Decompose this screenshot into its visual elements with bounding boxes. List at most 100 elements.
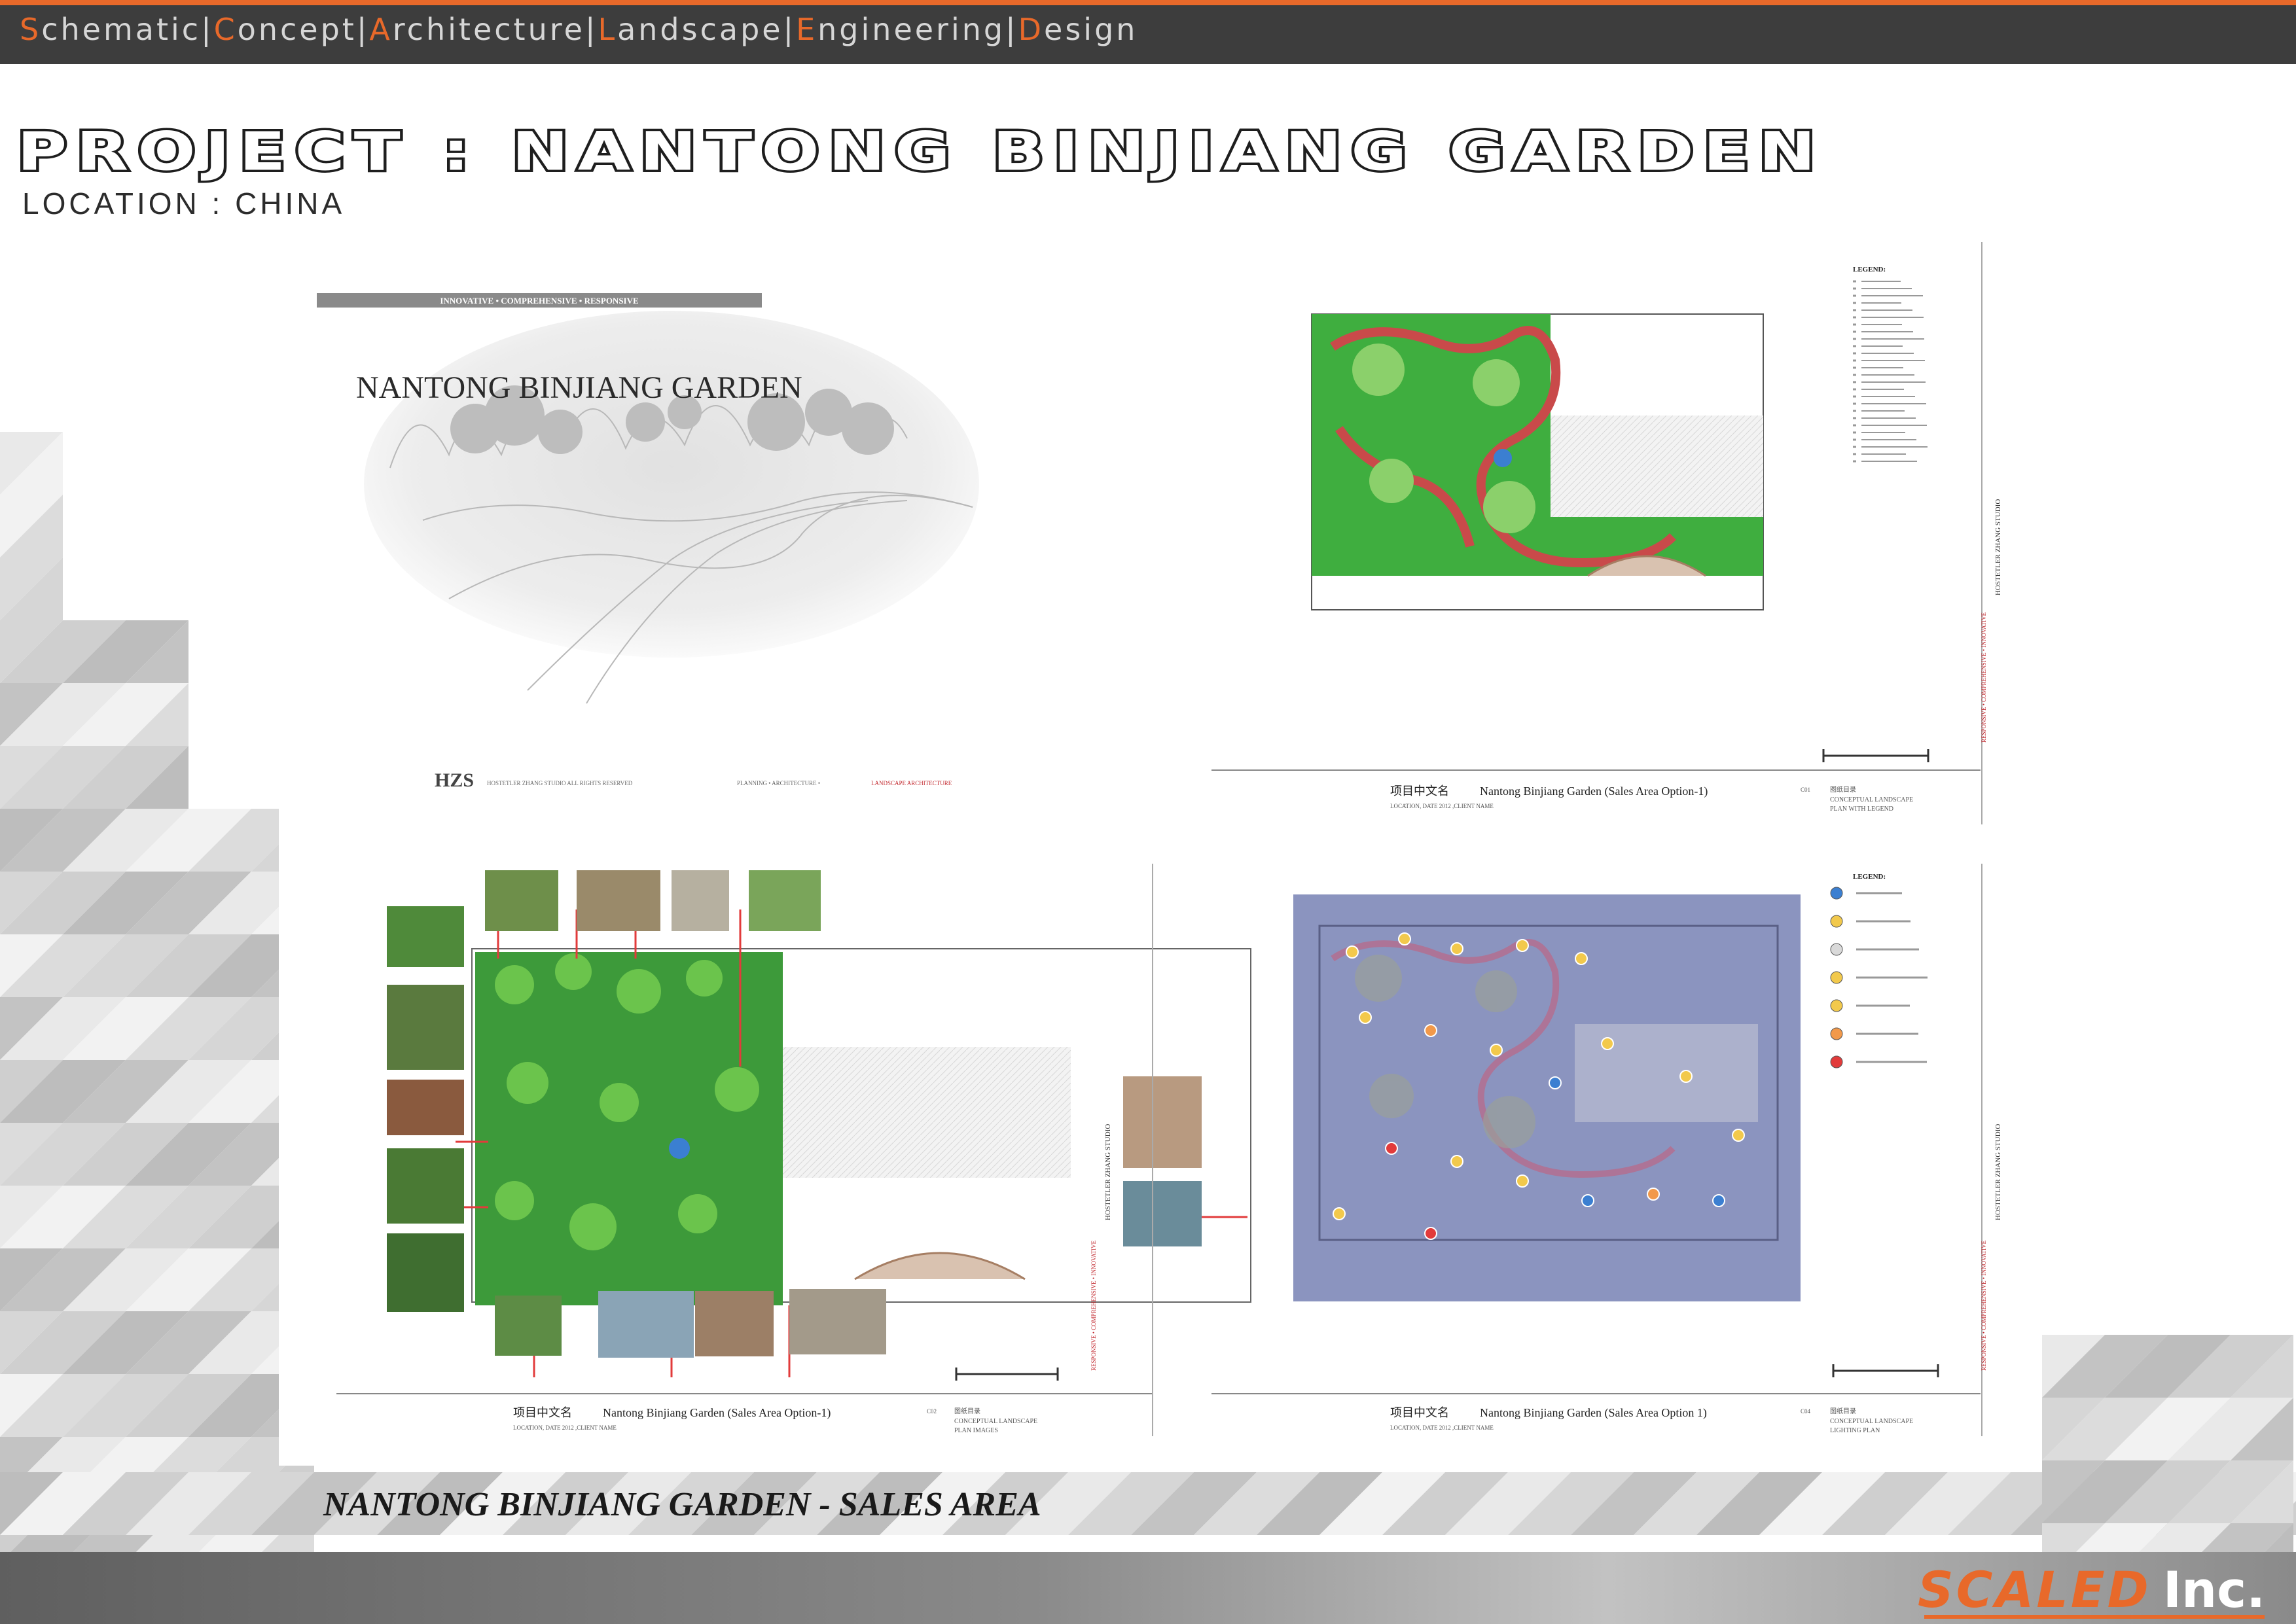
drawing-board: INNOVATIVE • COMPREHENSIVE • RESPONSIVE … (279, 232, 2026, 1466)
light-fixtures (1333, 932, 1745, 1240)
background-triangle (63, 620, 126, 683)
logo-underline (1924, 1615, 2265, 1619)
background-triangle (817, 1472, 880, 1535)
entry-plaza (1587, 555, 1706, 577)
background-triangle (0, 432, 63, 495)
cover-banner-text: INNOVATIVE • COMPREHENSIVE • RESPONSIVE (440, 296, 638, 306)
background-triangle (63, 746, 126, 809)
lighting-sheet-cn: 图纸目录 (1830, 1407, 1856, 1415)
background-triangle (63, 809, 126, 872)
discipline-tagline: Schematic|Concept|Architecture|Landscape… (20, 12, 1138, 47)
reference-photos (387, 870, 1202, 1358)
light-fixture (1516, 1174, 1529, 1188)
background-triangle (440, 1472, 503, 1535)
site-outline (1318, 925, 1779, 1241)
light-fixture (1601, 1037, 1614, 1050)
background-triangle (2168, 1335, 2231, 1398)
light-fixture (1346, 945, 1359, 959)
reference-photo (598, 1291, 694, 1358)
background-triangle (2231, 1398, 2293, 1460)
background-triangle (188, 1060, 251, 1123)
tagline-initial: L (598, 12, 618, 47)
background-triangle (0, 997, 63, 1060)
lighting-legend-icon (1830, 971, 1843, 984)
background-triangle (188, 997, 251, 1060)
light-fixture (1490, 1044, 1503, 1057)
background-triangle (0, 809, 63, 872)
plan-images-sheet (336, 864, 1251, 1436)
plan-with-legend-sheet: LEGEND: (1211, 242, 1982, 824)
lighting-legend-icon (1830, 1027, 1843, 1040)
background-triangle (2042, 1335, 2105, 1398)
tagline-initial: E (796, 12, 818, 47)
light-fixture (1333, 1207, 1346, 1220)
lighting-title-en: Nantong Binjiang Garden (Sales Area Opti… (1480, 1406, 1707, 1420)
reference-photo (387, 1148, 464, 1224)
tagline-initial: D (1018, 12, 1045, 47)
light-fixture (1647, 1188, 1660, 1201)
light-fixture (1679, 1070, 1693, 1083)
background-triangle (188, 934, 251, 997)
side-values-label-right-bottom: RESPONSIVE • COMPREHENSIVE • INNOVATIVE (1981, 1240, 1987, 1371)
garden-green-strip (1312, 517, 1763, 576)
background-triangle (314, 1472, 377, 1535)
sketch-canopy (450, 385, 894, 455)
tagline-word: oncept (237, 12, 357, 47)
background-triangle (1759, 1472, 1822, 1535)
plan-images-sheet-cn: 图纸目录 (954, 1407, 980, 1415)
background-triangle (2168, 1460, 2231, 1523)
lighting-plan-sheet: LEGEND: (1211, 864, 1982, 1436)
water-feature (669, 1138, 690, 1159)
reference-photo (695, 1291, 774, 1356)
tagline-separator: | (201, 12, 214, 47)
reference-photo (495, 1296, 562, 1356)
light-fixture (1516, 939, 1529, 952)
side-studio-label-left: HOSTETLER ZHANG STUDIO (1104, 1124, 1112, 1220)
background-triangle (2168, 1398, 2231, 1460)
light-fixture (1712, 1194, 1725, 1207)
background-triangle (126, 1374, 188, 1437)
background-triangle (126, 746, 188, 809)
background-triangle (1068, 1472, 1131, 1535)
light-fixture (1424, 1227, 1437, 1240)
lighting-location: LOCATION, DATE 2012 ,CLIENT NAME (1390, 1424, 1494, 1431)
reference-photo (485, 870, 558, 931)
tagline-separator: | (1005, 12, 1018, 47)
background-triangle (251, 1472, 314, 1535)
tagline-initial: S (20, 12, 42, 47)
garden-sketch-illustration (364, 311, 979, 658)
background-triangle (126, 934, 188, 997)
background-triangle (188, 1123, 251, 1186)
background-triangle (1696, 1472, 1759, 1535)
background-triangle (188, 1186, 251, 1248)
background-triangle (2105, 1398, 2168, 1460)
plan-legend-sheet-no: C01 (1801, 786, 1810, 793)
reference-photo (387, 1233, 464, 1312)
planting-areas (1355, 955, 1535, 1148)
background-triangle (126, 1060, 188, 1123)
background-triangle (0, 620, 63, 683)
tagline-initial: A (369, 12, 393, 47)
plan-images-title-en: Nantong Binjiang Garden (Sales Area Opti… (603, 1406, 831, 1420)
cover-footer-highlight: LANDSCAPE ARCHITECTURE (871, 780, 952, 786)
top-bar (0, 0, 2296, 64)
background-triangle (0, 1311, 63, 1374)
lawn-patches (1352, 344, 1535, 533)
building-footprint (1551, 415, 1763, 517)
background-triangle (1194, 1472, 1257, 1535)
red-path-network (1330, 326, 1676, 568)
plan-images-desc-1: CONCEPTUAL LANDSCAPE (954, 1418, 1037, 1425)
lighting-legend-list (1830, 887, 1928, 1068)
light-fixture (1385, 1142, 1398, 1155)
background-triangle (188, 1374, 251, 1437)
building-footprint (1575, 1024, 1758, 1122)
tagline-separator: | (356, 12, 370, 47)
background-triangle (126, 1123, 188, 1186)
plan-images-desc-2: PLAN IMAGES (954, 1427, 998, 1434)
background-triangle (126, 620, 188, 683)
background-triangle (188, 1472, 251, 1535)
background-triangle (126, 997, 188, 1060)
light-fixture (1575, 952, 1588, 965)
cover-sheet: INNOVATIVE • COMPREHENSIVE • RESPONSIVE … (317, 293, 979, 791)
